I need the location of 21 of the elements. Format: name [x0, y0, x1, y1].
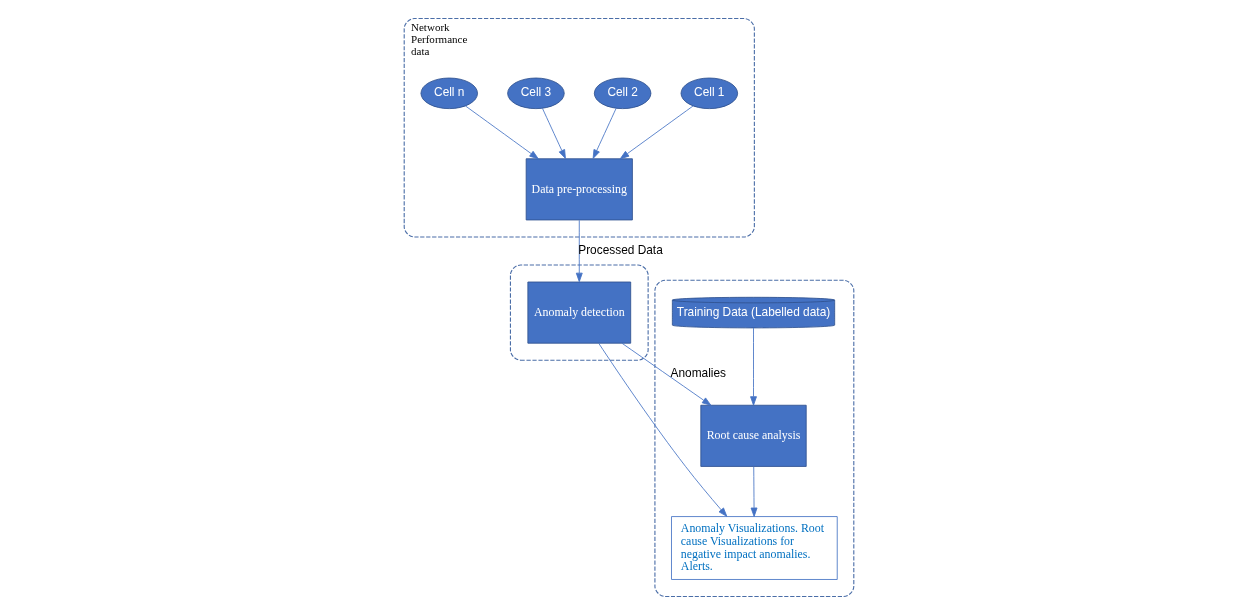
- node-ellipse: Cell 3: [506, 77, 565, 110]
- arrow: [750, 466, 757, 517]
- node-box: Anomaly Visualizations. Root cause Visualizations for negative impact anomalies. Alerts.: [670, 516, 838, 580]
- node-box: Root cause analysis: [699, 404, 807, 467]
- edge-label: Anomalies: [670, 366, 726, 381]
- edge-label: Processed Data: [577, 243, 663, 258]
- arrow: [575, 219, 583, 283]
- arrow: [464, 105, 539, 160]
- arrow: [619, 105, 694, 160]
- cluster: [653, 279, 854, 597]
- node-ellipse: Cell 1: [680, 77, 738, 110]
- arrow: [621, 342, 711, 406]
- node-ellipse: Cell 2: [593, 77, 651, 110]
- arrow: [541, 108, 566, 159]
- node-box: Anomaly detection: [526, 281, 631, 344]
- cluster: [509, 264, 649, 361]
- node-ellipse: Cell n: [420, 77, 478, 110]
- arrow: [597, 342, 727, 517]
- arrow: [749, 327, 757, 406]
- node-box: Data pre-processing: [525, 158, 633, 221]
- arrow: [592, 108, 616, 159]
